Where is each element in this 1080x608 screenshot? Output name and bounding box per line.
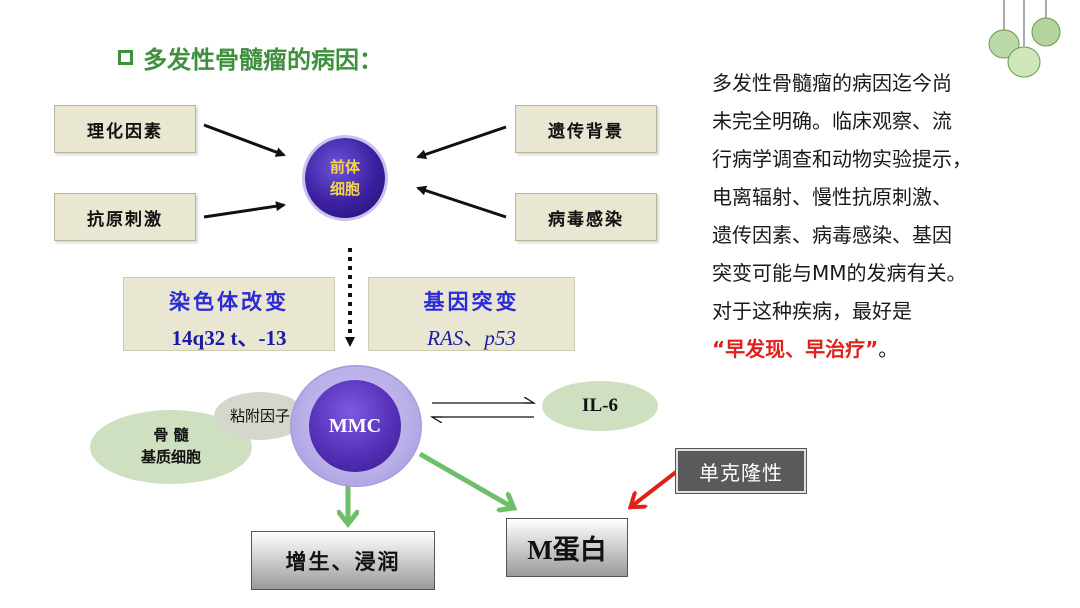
- description-highlight-line: “早发现、早治疗”。: [712, 330, 1012, 368]
- description-line: 遗传因素、病毒感染、基因: [712, 223, 952, 247]
- slide-title: 多发性骨髓瘤的病因：: [118, 40, 383, 75]
- arrow-genetic-to-precursor: [416, 125, 507, 160]
- precursor-line1: 前体: [329, 158, 360, 176]
- early-detection-highlight: “早发现、早治疗”: [712, 337, 879, 361]
- proliferation-infiltration-box: 增生、浸润: [251, 531, 435, 590]
- red-arrow-monoclonal-to-m-protein: [632, 470, 678, 506]
- marrow-line1: 骨 髓: [153, 426, 189, 444]
- gene-p53: p53: [484, 326, 516, 350]
- description-text: 多发性骨髓瘤的病因迄今尚 未完全明确。临床观察、流 行病学调查和动物实验提示， …: [712, 64, 1012, 368]
- description-line: 电离辐射、慢性抗原刺激、: [712, 185, 952, 209]
- marrow-line2: 基质细胞: [140, 448, 201, 466]
- arrow-viral-to-precursor: [416, 185, 507, 219]
- arrow-antigen-to-precursor: [203, 201, 286, 219]
- gene-sep: 、: [463, 326, 485, 350]
- chromosome-change-box: 染色体改变 14q32 t、-13: [123, 277, 335, 351]
- precursor-cell: 前体 细胞: [305, 138, 385, 218]
- gene-ras: RAS: [427, 326, 464, 350]
- factor-physical-chemical: 理化因素: [54, 105, 196, 153]
- gene-mutation-heading: 基因突变: [423, 290, 520, 314]
- gene-mutation-detail: RAS、p53: [369, 322, 574, 352]
- description-line: 对于这种疾病，最好是: [712, 299, 912, 323]
- chromosome-change-heading: 染色体改变: [169, 290, 289, 314]
- description-line: 突变可能与MM的发病有关。: [712, 261, 967, 285]
- m-protein-box: M蛋白: [506, 518, 628, 577]
- factor-antigen-stimulation: 抗原刺激: [54, 193, 196, 241]
- green-arrow-mmc-to-m-protein: [418, 451, 512, 507]
- description-line: 多发性骨髓瘤的病因迄今尚: [712, 71, 952, 95]
- description-end: 。: [878, 337, 899, 361]
- pendant-lamps-decoration: [988, 0, 1061, 78]
- gene-mutation-box: 基因突变 RAS、p53: [368, 277, 575, 351]
- precursor-line2: 细胞: [329, 180, 360, 198]
- checkbox-bullet-icon: [118, 50, 133, 65]
- slide-title-text: 多发性骨髓瘤的病因：: [143, 46, 383, 74]
- description-line: 未完全明确。临床观察、流: [712, 109, 952, 133]
- mmc-cell: MMC: [309, 380, 401, 472]
- factor-genetic-background: 遗传背景: [515, 105, 657, 153]
- factor-viral-infection: 病毒感染: [515, 193, 657, 241]
- description-line: 行病学调查和动物实验提示，: [712, 147, 972, 171]
- monoclonal-label: 单克隆性: [676, 449, 806, 493]
- il6-ellipse: IL-6: [542, 381, 658, 431]
- adhesion-factor: 粘附因子: [214, 392, 306, 440]
- chromosome-change-detail: 14q32 t、-13: [171, 326, 287, 350]
- arrow-physical-to-precursor: [203, 123, 286, 157]
